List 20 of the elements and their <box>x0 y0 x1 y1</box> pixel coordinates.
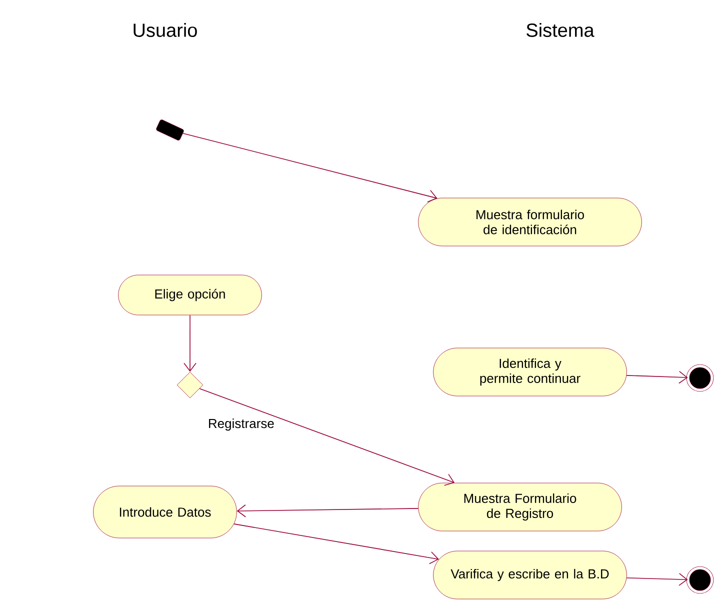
arrow <box>626 370 688 384</box>
edge-label: Registrarse <box>206 417 276 432</box>
start-bar <box>156 120 184 140</box>
end-node <box>686 364 714 392</box>
lane-heading: Usuario <box>134 23 197 37</box>
arrow <box>236 504 419 518</box>
activity-box: Muestra formulario de identificación <box>418 198 642 246</box>
activity-box: Varifica y escribe en la B.D <box>433 550 627 600</box>
activity-box: Introduce Datos <box>93 486 237 538</box>
end-node <box>686 566 714 594</box>
activity-box: Elige opción <box>118 274 262 316</box>
lane-heading: Sistema <box>526 23 594 37</box>
activity-box: Identifica y permite continuar <box>433 348 627 396</box>
activity-box: Muestra Formulario de Registro <box>418 482 622 532</box>
arrow <box>626 573 688 586</box>
arrow <box>199 388 455 486</box>
arrow <box>184 314 196 372</box>
arrow <box>182 132 438 202</box>
decision-diamond <box>176 372 204 398</box>
arrow <box>234 524 439 564</box>
